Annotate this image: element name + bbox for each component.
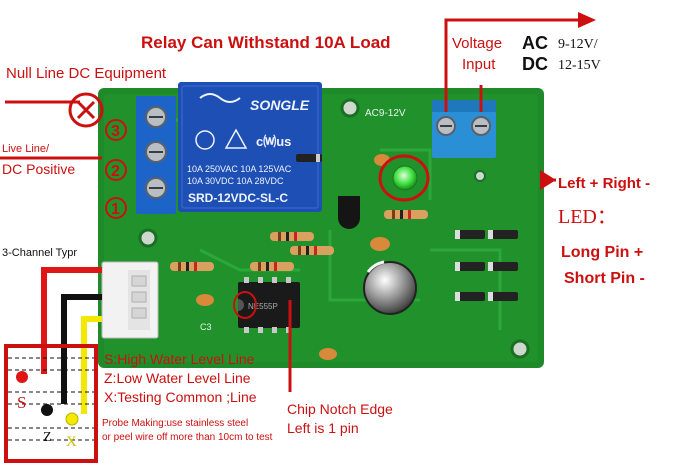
tank-z-label: Z	[43, 430, 52, 445]
probe-note-line-2: or peel wire off more than 10cm to test	[102, 432, 273, 443]
led-label: LED：	[558, 206, 617, 228]
terminal-number-markers	[105, 119, 127, 219]
rectifier-diodes	[455, 230, 518, 301]
led-polarity-label: Left + Right -	[558, 175, 651, 192]
input-label: Input	[462, 56, 496, 73]
wire-red	[41, 267, 102, 374]
chip-notch-highlight	[233, 291, 257, 319]
relay-brand: SONGLE	[250, 97, 310, 113]
led	[392, 165, 418, 191]
tank-x-label: X	[66, 434, 77, 450]
ic-chip	[238, 282, 300, 328]
channel-type-label: 3-Channel Typr	[2, 247, 78, 259]
long-pin-label: Long Pin +	[561, 244, 644, 261]
relay-load-label: Relay Can Withstand 10A Load	[141, 33, 391, 52]
input-terminal-block	[432, 100, 496, 158]
probe-s-label: S:High Water Level Line	[104, 351, 255, 367]
relay-rating-1: 10A 250VAC 10A 125VAC	[187, 164, 292, 174]
arrow-to-dc-tip	[578, 12, 596, 28]
live-line-label: Live Line/	[2, 143, 50, 155]
water-tank	[4, 344, 98, 463]
dc-label: DC	[522, 54, 548, 74]
chip-notch-label: Chip Notch Edge	[287, 401, 393, 417]
probe-tip-x	[65, 412, 79, 426]
dc-range-label: 12-15V	[558, 58, 601, 73]
probe-x-label: X:Testing Common ;Line	[104, 389, 257, 405]
annotation-leaders	[0, 18, 578, 392]
wire-black	[61, 294, 102, 404]
probe-tip-z	[41, 404, 53, 416]
cap-label: C3	[200, 322, 212, 332]
ic-label: NE555P	[248, 302, 278, 311]
relay-terminal-screws	[145, 106, 167, 199]
wire-yellow	[81, 316, 102, 414]
ul-mark-icon: c⒲us	[256, 134, 291, 149]
tank-s-label: S	[17, 393, 27, 412]
null-line-marker	[68, 92, 104, 128]
relay-rating-2: 10A 30VDC 10A 28VDC	[187, 176, 284, 186]
transistor	[338, 196, 360, 229]
relay-logo-icon	[199, 93, 241, 103]
diode	[296, 154, 322, 162]
short-pin-label: Short Pin -	[564, 270, 645, 287]
ac-range-label: 9-12V/	[558, 37, 598, 52]
resistors	[170, 210, 428, 271]
terminal-3-label: 3	[111, 123, 120, 140]
terminal-2-label: 2	[111, 163, 120, 180]
probe-note-line-1: Probe Making:use stainless steel	[102, 418, 249, 429]
terminal-1-label: 1	[111, 201, 120, 218]
dc-positive-label: DC Positive	[2, 161, 76, 177]
voltage-label: Voltage	[452, 35, 503, 52]
electrolytic-capacitor	[363, 261, 417, 315]
chip-pin-label: Left is 1 pin	[287, 420, 359, 436]
ac-label: AC	[522, 33, 548, 53]
led-highlight	[378, 154, 430, 202]
relay-model: SRD-12VDC-SL-C	[188, 191, 288, 205]
warning-mark-icon	[224, 128, 248, 149]
input-terminal-screws	[436, 116, 491, 136]
water-level-lines	[8, 357, 94, 441]
relay-body	[178, 82, 322, 212]
probe-tip-s	[16, 371, 28, 383]
board-mark: AC9-12V	[365, 108, 406, 119]
null-line-label: Null Line DC Equipment	[6, 65, 167, 82]
arrow-to-led-tip	[540, 170, 556, 190]
probe-z-label: Z:Low Water Level Line	[104, 370, 251, 386]
cqc-mark-icon	[195, 130, 215, 150]
mounting-holes	[138, 98, 530, 359]
